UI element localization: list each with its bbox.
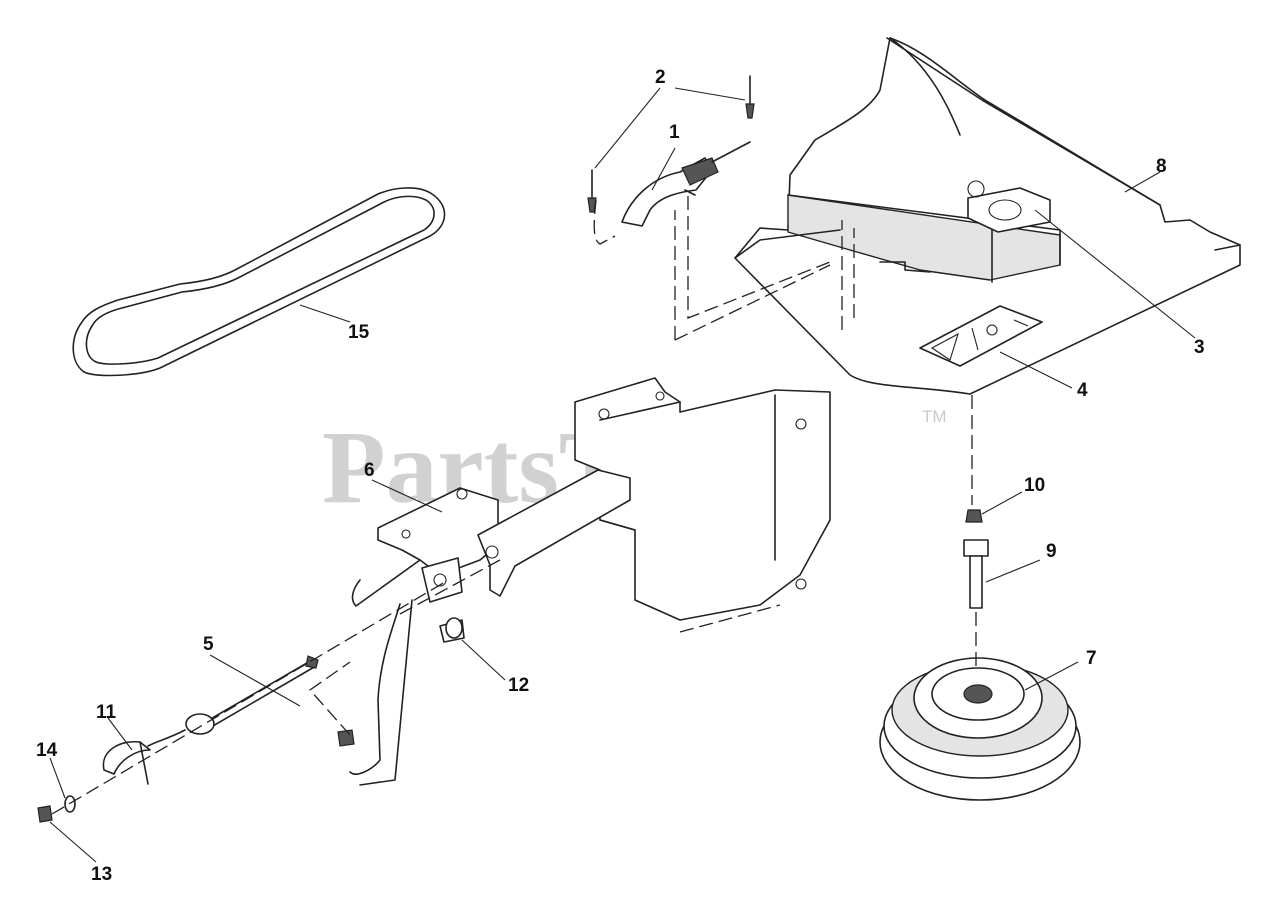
part-11-hairpin[interactable] — [102, 741, 151, 785]
part-2-pins[interactable] — [587, 75, 755, 213]
callout-7[interactable]: 7 — [1086, 648, 1097, 669]
callout-8[interactable]: 8 — [1156, 156, 1167, 177]
callout-11[interactable]: 11 — [96, 702, 117, 723]
part-7-pulley[interactable] — [879, 657, 1081, 801]
part-6-mounting-bracket[interactable] — [351, 377, 831, 621]
callout-14[interactable]: 14 — [36, 740, 58, 761]
callout-1[interactable]: 1 — [669, 122, 680, 143]
callout-12[interactable]: 12 — [508, 675, 529, 696]
callout-5[interactable]: 5 — [203, 634, 214, 655]
lower-bracket-plate — [349, 599, 413, 786]
leader-lines — [49, 87, 1196, 863]
small-fastener — [337, 729, 355, 747]
callout-9[interactable]: 9 — [1046, 541, 1057, 562]
callout-10[interactable]: 10 — [1024, 475, 1045, 496]
assembly-lines — [51, 196, 977, 815]
callout-4[interactable]: 4 — [1077, 380, 1088, 401]
part-15-drive-belt[interactable] — [72, 187, 446, 377]
part-4-warning-decal[interactable] — [919, 305, 1043, 367]
part-12-clevis-pin[interactable] — [439, 617, 465, 643]
callout-2[interactable]: 2 — [655, 67, 666, 88]
callout-13[interactable]: 13 — [91, 864, 112, 885]
callout-labels: 1 2 3 4 5 6 7 8 9 10 11 12 13 14 15 — [36, 67, 1205, 885]
watermark-trademark: TM — [922, 407, 947, 426]
part-1-clip[interactable] — [621, 141, 751, 227]
part-10-nut[interactable] — [965, 509, 983, 523]
part-9-bolt[interactable] — [963, 539, 989, 609]
part-5-control-rod[interactable] — [147, 655, 319, 747]
callout-6[interactable]: 6 — [364, 460, 375, 481]
callout-3[interactable]: 3 — [1194, 337, 1205, 358]
part-13-nut[interactable] — [37, 805, 53, 823]
callout-15[interactable]: 15 — [348, 322, 370, 343]
